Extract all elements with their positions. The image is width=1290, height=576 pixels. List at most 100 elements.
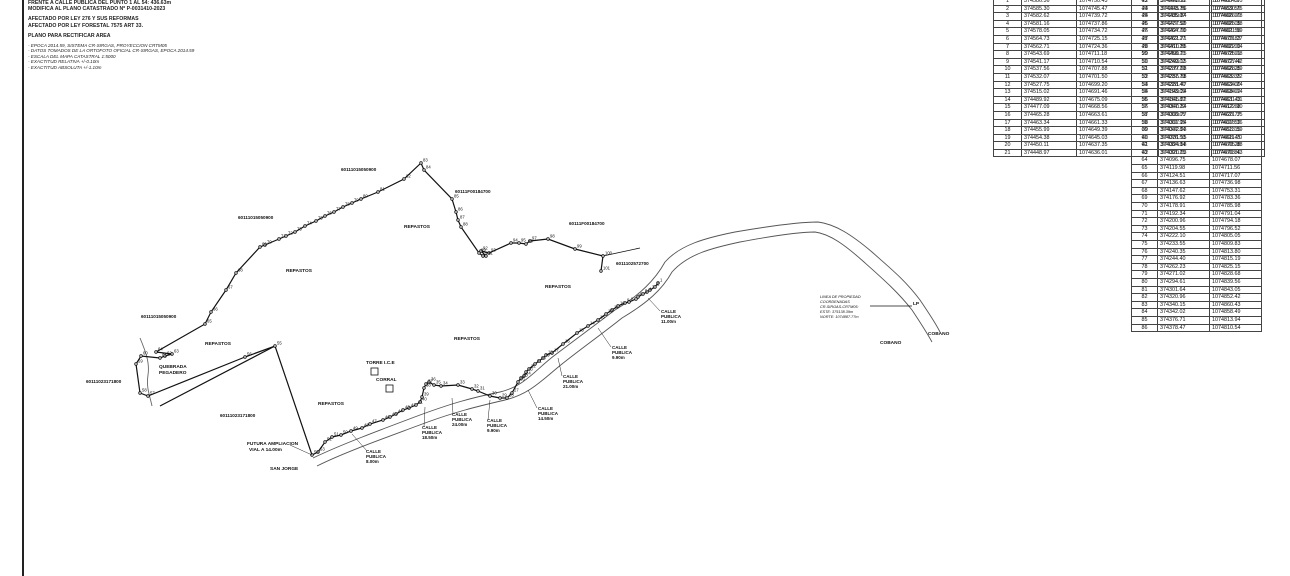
- table-cell: 374455.99: [1021, 126, 1077, 135]
- table-cell: 11: [993, 72, 1022, 82]
- table-cell: 1074668.45: [1209, 133, 1262, 143]
- table-cell: 374541.17: [1021, 57, 1077, 67]
- calle-a-line3: 11.00m: [661, 319, 676, 324]
- vertex-marker: [477, 251, 481, 255]
- vertex-label: 77: [336, 207, 341, 212]
- vertex-label: 56: [247, 352, 252, 357]
- finca-sw1-label: 60111023171800: [86, 379, 122, 384]
- vertex-label: 70: [267, 240, 272, 245]
- vertex-label: 60: [143, 351, 148, 356]
- vertex-marker: [293, 230, 297, 234]
- table-cell: 21: [993, 148, 1022, 158]
- table-cell: 80: [1131, 277, 1158, 287]
- table-cell: 16: [993, 110, 1022, 120]
- lp-label: LP: [913, 301, 920, 307]
- calle-b-line1: CALLE: [612, 345, 627, 350]
- vertex-marker: [610, 308, 614, 312]
- vertex-marker: [509, 241, 513, 245]
- table-cell: 1074566.25: [1209, 65, 1262, 74]
- vertex-marker: [586, 324, 590, 328]
- table-cell: 13: [993, 88, 1022, 97]
- vertex-label: 75: [318, 216, 323, 221]
- table-cell: 73: [1131, 224, 1158, 234]
- calle-g-line3: 18.50m: [422, 435, 437, 440]
- vertex-label: 34: [443, 381, 448, 386]
- vertex-markers: [134, 161, 660, 457]
- vertex-label: 28: [509, 393, 514, 398]
- table-cell: 5: [993, 27, 1022, 36]
- futura-ampliacion-label: FUTURA AMPLIACION: [247, 441, 299, 447]
- vertex-number-labels: 8384828180797877767574737271706968676665…: [138, 158, 663, 455]
- table-cell: 1074843.05: [1209, 285, 1262, 295]
- vertex-marker: [537, 359, 541, 363]
- vertex-marker: [454, 210, 458, 214]
- vertex-label: 42: [411, 403, 416, 408]
- table-cell: 1074785.98: [1209, 202, 1262, 211]
- table-cell: 9: [993, 57, 1022, 67]
- table-cell: 7: [993, 42, 1022, 52]
- table-cell: 1074645.03: [1076, 133, 1132, 143]
- calle-c-line2: PUBLICA: [563, 379, 584, 384]
- vertex-marker: [544, 353, 548, 357]
- corral-square: [385, 384, 394, 393]
- vertex-marker: [209, 310, 213, 314]
- linea-propiedad-line2: COORDENADAS: [820, 300, 850, 304]
- table-cell: 68: [1131, 186, 1158, 196]
- vertex-label: 90: [485, 251, 490, 256]
- leader-g: [423, 406, 426, 428]
- table-cell: 1074661.33: [1076, 118, 1132, 128]
- table-cell: 374342.02: [1157, 308, 1210, 317]
- vertex-marker: [488, 394, 492, 398]
- vertex-marker: [422, 386, 426, 390]
- vertex-marker: [163, 354, 167, 358]
- calle-a-line1: CALLE: [661, 309, 676, 314]
- table-cell: 1074745.47: [1076, 4, 1132, 14]
- san-jorge-label: SAN JORGE: [270, 466, 299, 472]
- table-cell: 374060.05: [1157, 110, 1210, 120]
- table-cell: 374124.51: [1157, 171, 1210, 181]
- vertex-marker: [284, 234, 288, 238]
- table-cell: 374303.75: [1157, 4, 1210, 14]
- vertex-label: 94: [513, 238, 518, 243]
- table-cell: 1074858.49: [1209, 308, 1262, 317]
- table-cell: 1074670.86: [1209, 148, 1262, 158]
- vertex-marker: [376, 190, 380, 194]
- table-cell: 54: [1131, 80, 1158, 90]
- finca-sw2-label: 60111023171800: [220, 413, 256, 418]
- table-cell: 59: [1131, 118, 1158, 128]
- corral-label: CORRAL: [376, 377, 397, 383]
- table-cell: 374119.98: [1157, 164, 1210, 173]
- vertex-label: 80: [363, 194, 368, 199]
- table-cell: 1074710.54: [1076, 57, 1132, 67]
- table-cell: 374136.63: [1157, 179, 1210, 188]
- table-cell: 374204.55: [1157, 224, 1210, 234]
- finca-ne1-label: 60111F00184700: [455, 189, 491, 194]
- table-cell: 374192.34: [1157, 209, 1210, 219]
- vertex-label: 85: [454, 194, 459, 199]
- table-cell: 1074815.19: [1209, 255, 1262, 264]
- table-cell: 72: [1131, 217, 1158, 226]
- vertex-marker: [138, 391, 142, 395]
- vertex-marker: [648, 288, 652, 292]
- table-cell: 1074691.46: [1076, 88, 1132, 97]
- vertex-marker: [414, 403, 418, 407]
- table-cell: 50: [1131, 50, 1158, 59]
- table-cell: 71: [1131, 209, 1158, 219]
- vertex-label: 17: [554, 348, 559, 353]
- vertex-marker: [243, 355, 247, 359]
- table-cell: 1074637.35: [1076, 141, 1132, 150]
- vertex-marker: [533, 362, 537, 366]
- leader-a: [647, 297, 661, 312]
- table-cell: 374262.27: [1157, 34, 1210, 44]
- vertex-marker: [349, 429, 353, 433]
- table-cell: 1074699.20: [1076, 80, 1132, 90]
- vertex-marker: [359, 197, 363, 201]
